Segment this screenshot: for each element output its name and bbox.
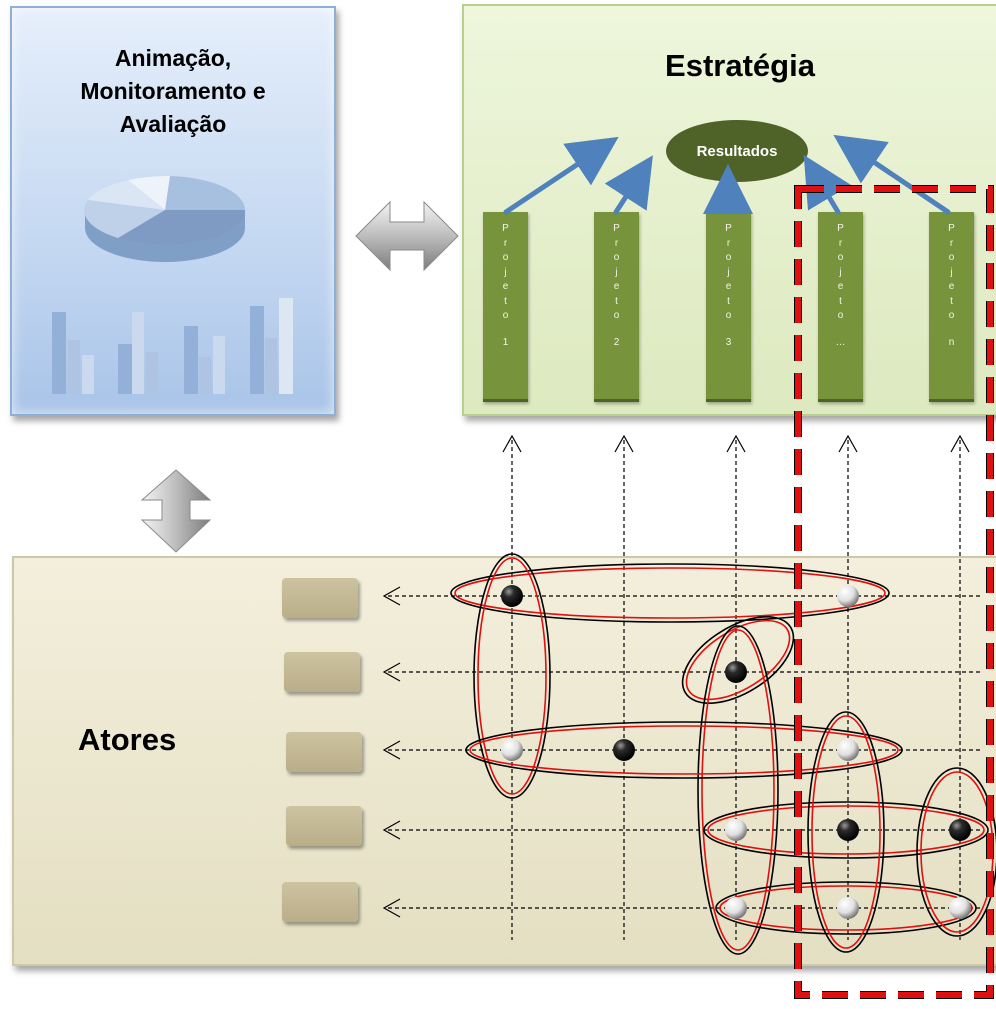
monitoring-title: Animação, Monitoramento e Avaliação: [80, 45, 266, 137]
strategy-title: Estratégia: [665, 48, 815, 83]
actors-panel: [12, 556, 996, 966]
actor-box-4: [286, 806, 362, 846]
actor-box-1: [282, 578, 358, 618]
node-markers: [501, 585, 971, 919]
highlight-frame: [794, 185, 994, 999]
actor-box-5: [282, 882, 358, 922]
double-arrow-vertical-icon: [140, 469, 212, 553]
bar-chart-icon: [52, 298, 293, 394]
actor-box-3: [286, 732, 362, 772]
actor-box-2: [284, 652, 360, 692]
double-arrow-horizontal-icon: [355, 200, 459, 272]
pie-chart-icon: [84, 175, 246, 262]
actors-title: Atores: [78, 722, 177, 757]
